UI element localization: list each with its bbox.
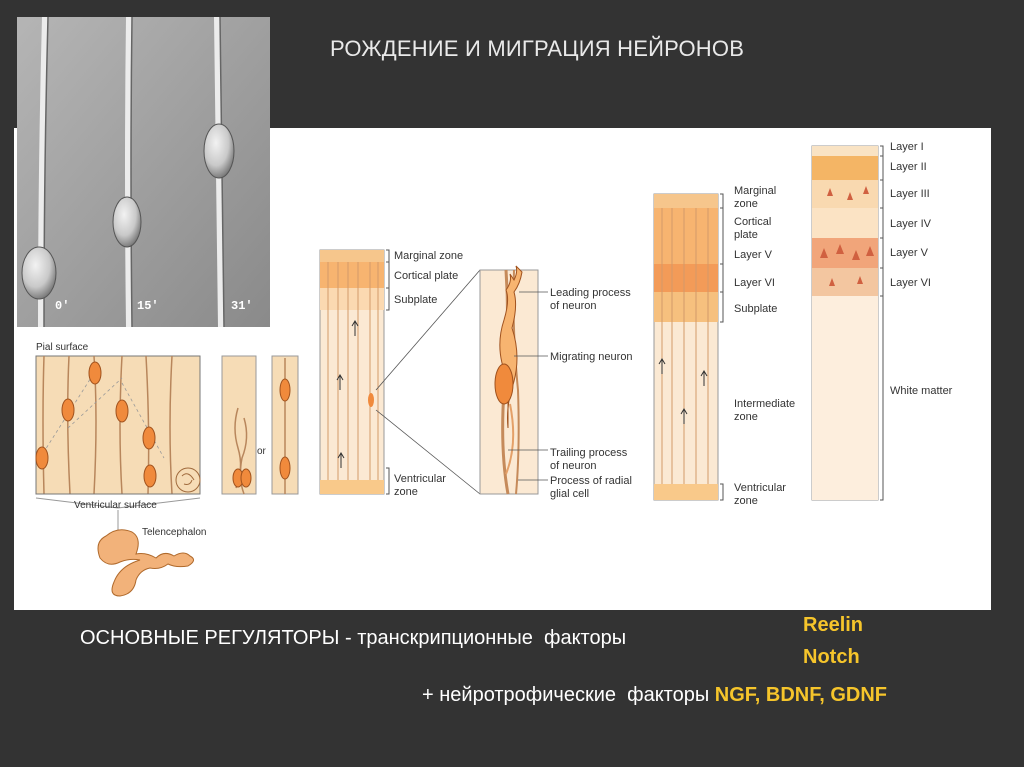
pial-surface-label: Pial surface — [36, 342, 89, 353]
radial-glia-process-label-2: glial cell — [550, 488, 589, 500]
neuron-migration-diagram: Pial surface — [35, 141, 953, 597]
diagram-panel: Pial surface — [14, 128, 991, 610]
or-label: or — [257, 446, 267, 457]
cortical-label-d: Cortical — [734, 216, 771, 228]
white-matter-label: White matter — [890, 385, 953, 397]
regulator-notch: Notch — [803, 646, 860, 668]
zone-label-d2: zone — [734, 411, 758, 423]
trailing-process-label-2: of neuron — [550, 460, 596, 472]
ventricular-label-d: Ventricular — [734, 482, 786, 494]
plate-label-d: plate — [734, 229, 758, 241]
mid-cortex-column: Marginal zone Cortical plate Layer V Lay… — [653, 185, 795, 507]
main-regulators-caps: ОСНОВНЫЕ РЕГУЛЯТОРЫ — [80, 627, 340, 649]
layer-i-label: Layer I — [890, 141, 924, 153]
zone-label-d1: zone — [734, 198, 758, 210]
ventricular-surface-label: Ventricular surface — [74, 500, 157, 511]
layer-v-label-d: Layer V — [734, 249, 773, 261]
marginal-zone-label: Marginal zone — [394, 250, 463, 262]
timestamp-15: 15' — [137, 299, 159, 313]
leading-process-label-1: Leading process — [550, 287, 631, 299]
cortical-plate-label: Cortical plate — [394, 270, 458, 282]
neurotrophic-factors-line: + нейротрофические факторы NGF, BDNF, GD… — [422, 684, 887, 707]
neurotrophic-factor-names: NGF, BDNF, GDNF — [714, 684, 888, 706]
ventricular-zone-label-1: Ventricular — [394, 473, 446, 485]
layer-vi-label-d: Layer VI — [734, 277, 775, 289]
telencephalon-label: Telencephalon — [142, 527, 207, 538]
subplate-label: Subplate — [394, 294, 437, 306]
transcription-factors-text: - транскрипционные факторы — [339, 627, 627, 649]
trailing-process-label-1: Trailing process — [550, 447, 628, 459]
neurotrophic-prefix: + нейротрофические факторы — [422, 684, 715, 706]
migration-micrograph: 0' 15' 31' — [17, 17, 270, 327]
layer-iii-label: Layer III — [890, 188, 930, 200]
page-title: РОЖДЕНИЕ И МИГРАЦИЯ НЕЙРОНОВ — [330, 36, 745, 61]
main-regulators-line: ОСНОВНЫЕ РЕГУЛЯТОРЫ - транскрипционные ф… — [80, 627, 626, 650]
early-cortex-column: Marginal zone Cortical plate Subplate Ve… — [319, 249, 481, 498]
ventricular-zone-label-2: zone — [394, 486, 418, 498]
migrating-neuron-label: Migrating neuron — [550, 351, 633, 363]
intermediate-label-d: Intermediate — [734, 398, 795, 410]
leading-process-label-2: of neuron — [550, 300, 596, 312]
timestamp-0: 0' — [55, 299, 69, 313]
layer-vi-label: Layer VI — [890, 277, 931, 289]
zone-label-d3: zone — [734, 495, 758, 507]
subplate-label-d: Subplate — [734, 303, 777, 315]
layer-ii-label: Layer II — [890, 161, 927, 173]
layer-iv-label: Layer IV — [890, 218, 932, 230]
regulator-reelin: Reelin — [803, 614, 864, 636]
marginal-label-d: Marginal — [734, 185, 776, 197]
migrating-neuron-detail: Leading process of neuron Migrating neur… — [479, 265, 633, 500]
radial-glia-process-label-1: Process of radial — [550, 475, 632, 487]
layer-v-label: Layer V — [890, 247, 929, 259]
mature-cortex-column: Layer I Layer II Layer III Layer IV Laye… — [811, 141, 953, 501]
radial-glia-schematic: Pial surface — [35, 342, 299, 597]
timestamp-31: 31' — [231, 299, 253, 313]
